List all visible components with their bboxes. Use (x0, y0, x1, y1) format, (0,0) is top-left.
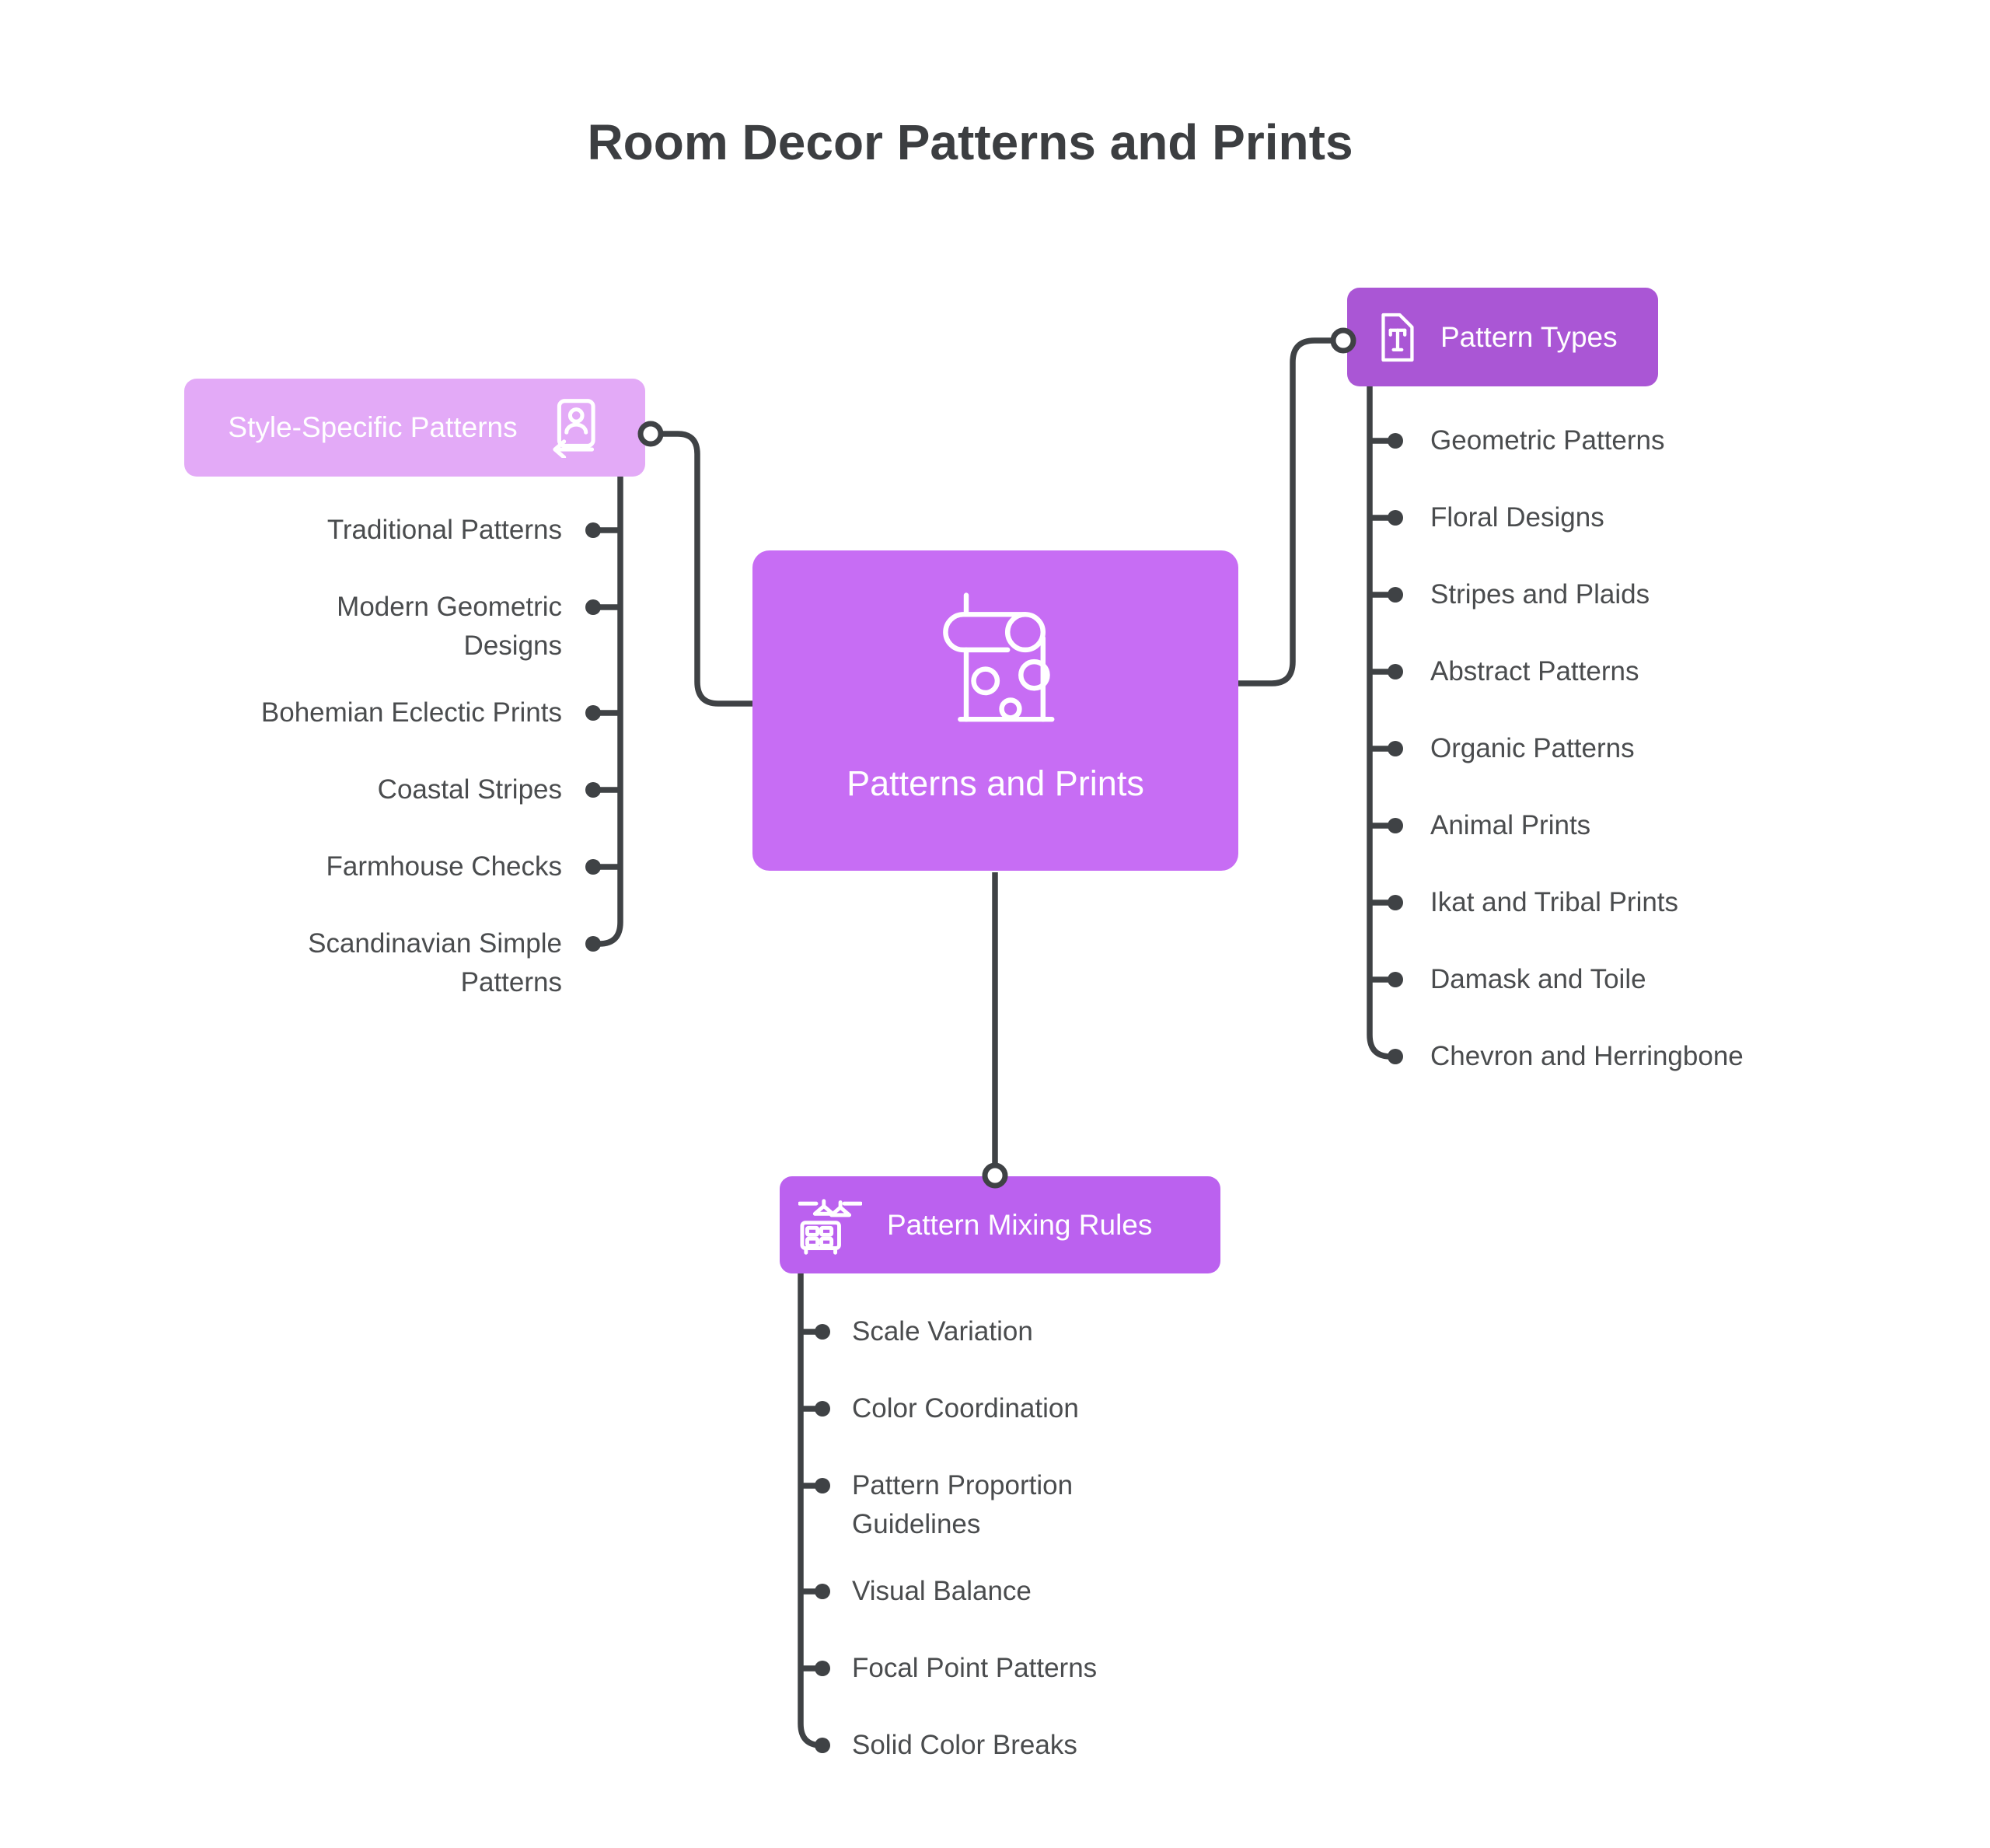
list-item[interactable]: Scale Variation (852, 1316, 1033, 1347)
list-item[interactable]: Animal Prints (1430, 810, 1591, 840)
item-dot (585, 599, 601, 615)
list-spine (798, 1273, 822, 1748)
branch-label: Pattern Mixing Rules (887, 1208, 1153, 1241)
list-item[interactable]: Pattern Proportion Guidelines (852, 1470, 1074, 1539)
list-item[interactable]: Scandinavian Simple Patterns (308, 928, 562, 997)
branch-label: Style-Specific Patterns (228, 411, 518, 443)
list-item[interactable]: Floral Designs (1430, 502, 1604, 533)
branch-connector-left (661, 431, 752, 707)
branch-style-specific-patterns[interactable]: Style-Specific Patterns (184, 379, 645, 477)
item-dot (1388, 433, 1403, 449)
item-dot (585, 936, 601, 952)
branch-label: Pattern Types (1440, 320, 1618, 353)
list-spine (593, 477, 623, 947)
item-dot (1388, 1049, 1403, 1064)
list-item[interactable]: Focal Point Patterns (852, 1653, 1098, 1683)
central-node-patterns-and-prints[interactable]: Patterns and Prints (752, 550, 1238, 871)
list-item[interactable]: Damask and Toile (1430, 964, 1646, 994)
central-node-label: Patterns and Prints (847, 763, 1144, 803)
contact-card-arrow-icon (553, 399, 595, 458)
list-item[interactable]: Solid Color Breaks (852, 1730, 1077, 1760)
item-dot (815, 1584, 830, 1599)
item-dot (1388, 818, 1403, 833)
item-dot (1388, 510, 1403, 526)
list-item[interactable]: Chevron and Herringbone (1430, 1041, 1744, 1071)
item-dot (1388, 664, 1403, 679)
hangers-dresser-icon (798, 1198, 862, 1255)
item-dot (1388, 972, 1403, 987)
list-item[interactable]: Modern Geometric Designs (337, 592, 562, 661)
list-item[interactable]: Traditional Patterns (326, 515, 562, 545)
list-item[interactable]: Organic Patterns (1430, 733, 1635, 763)
list-item[interactable]: Stripes and Plaids (1430, 579, 1650, 610)
item-dot (585, 859, 601, 875)
text-document-icon (1381, 313, 1414, 362)
item-dot (585, 782, 601, 798)
list-item[interactable]: Abstract Patterns (1430, 656, 1639, 686)
list-item[interactable]: Coastal Stripes (377, 774, 562, 805)
branch-connector-right (1238, 337, 1333, 686)
list-item[interactable]: Ikat and Tribal Prints (1430, 887, 1679, 917)
item-dot (815, 1738, 830, 1753)
item-dot (585, 705, 601, 721)
item-dot (585, 522, 601, 538)
item-dot (815, 1401, 830, 1417)
item-dot (815, 1478, 830, 1493)
list-item[interactable]: Color Coordination (852, 1393, 1079, 1424)
list-spine (1367, 386, 1395, 1060)
item-dot (1388, 741, 1403, 756)
branch-pattern-mixing-rules[interactable]: Pattern Mixing Rules (780, 1176, 1220, 1273)
list-item[interactable]: Geometric Patterns (1430, 425, 1665, 456)
wallpaper-roll-icon (942, 592, 1054, 722)
item-dot (1388, 587, 1403, 603)
item-dot (1388, 895, 1403, 910)
item-dot (815, 1324, 830, 1340)
diagram-title: Room Decor Patterns and Prints (587, 114, 1353, 170)
list-item[interactable]: Farmhouse Checks (326, 851, 562, 882)
list-item[interactable]: Bohemian Eclectic Prints (260, 697, 562, 728)
branch-pattern-types[interactable]: Pattern Types (1347, 288, 1658, 386)
item-dot (815, 1661, 830, 1676)
list-item[interactable]: Visual Balance (852, 1576, 1032, 1606)
